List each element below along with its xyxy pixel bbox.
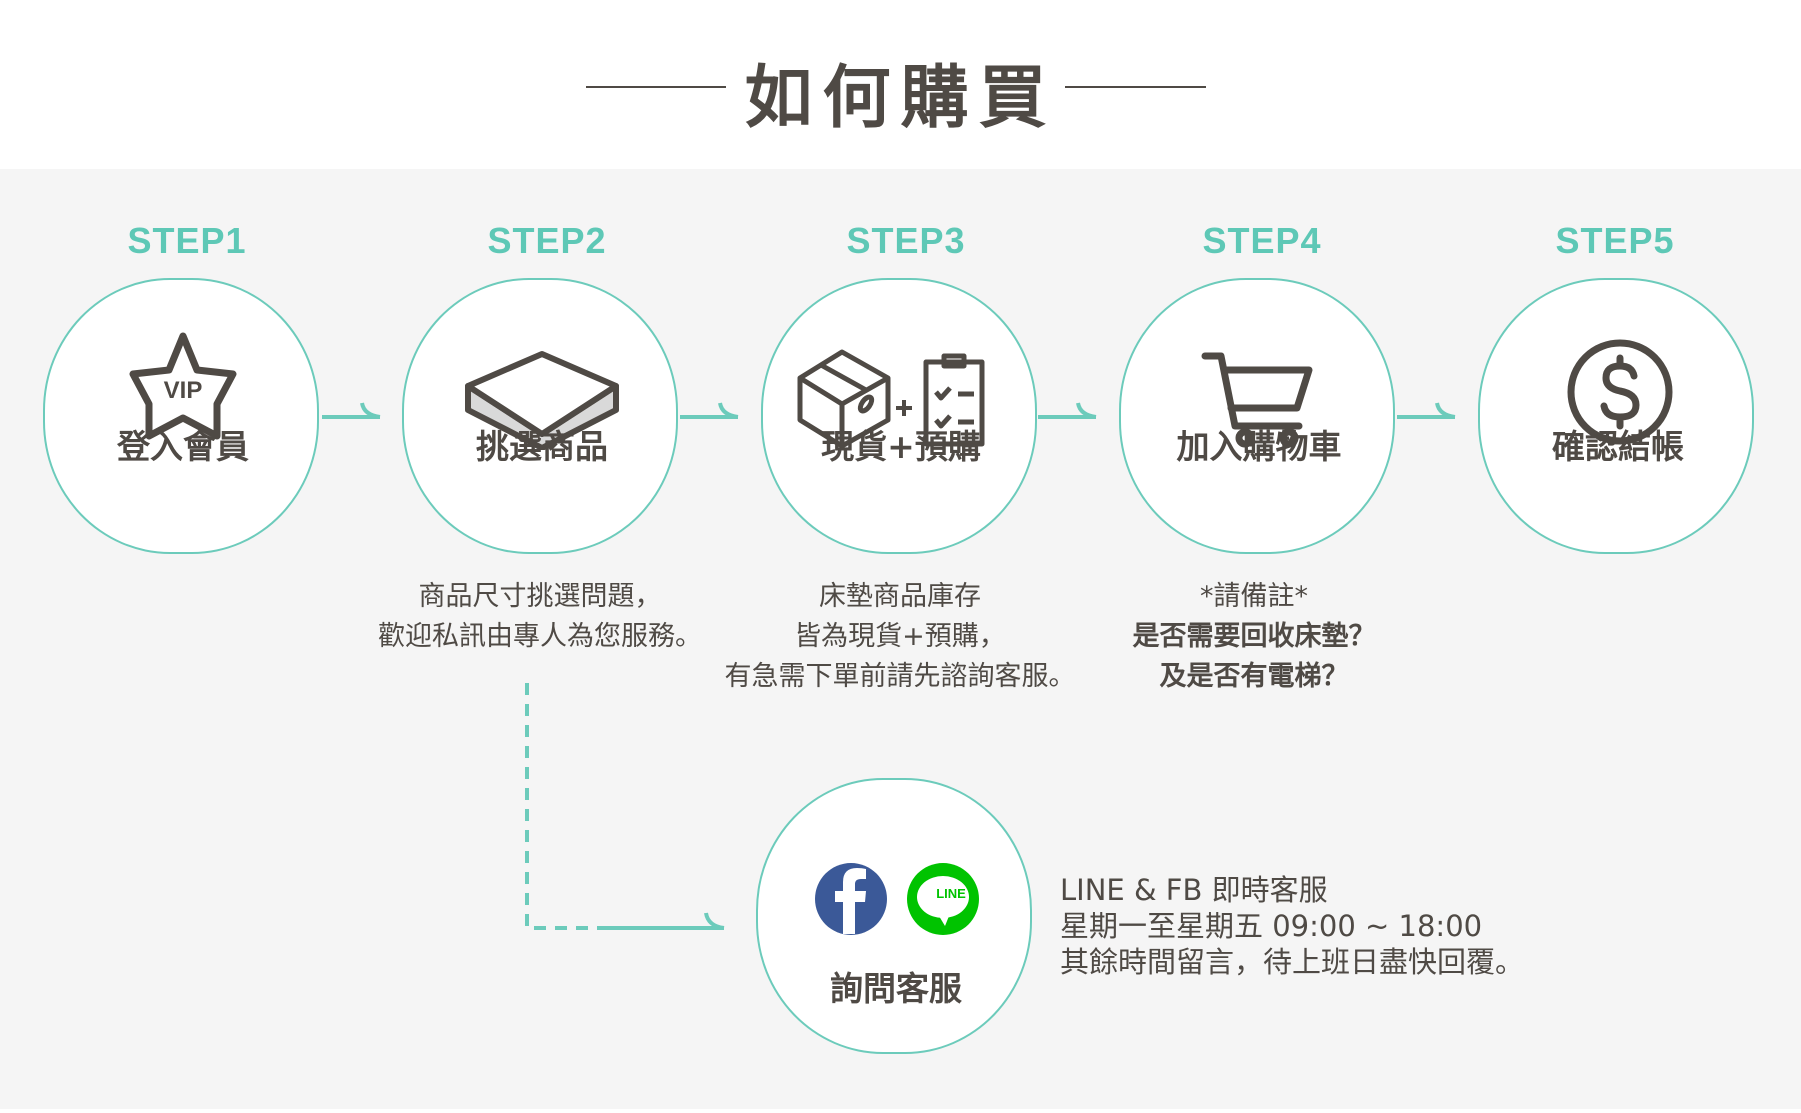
step-1-title: STEP1	[127, 220, 247, 261]
connector-3-4	[1038, 402, 1097, 419]
desc-line: 床墊商品庫存	[819, 581, 981, 612]
mattress-icon	[465, 351, 619, 450]
desc-line: 皆為現貨+預購，	[794, 621, 1006, 652]
step-4-card: 加入購物車	[1119, 278, 1395, 554]
dollar-icon	[1567, 339, 1673, 445]
desc-line: *請備註*	[1200, 581, 1308, 612]
desc-line: 歡迎私訊由專人為您服務。	[378, 621, 702, 652]
step-2-label: 挑選商品	[476, 427, 608, 466]
connector-to-service	[600, 912, 725, 930]
step-2-title: STEP2	[487, 220, 607, 261]
social-icons	[815, 863, 979, 935]
page-title: 如何購買	[744, 59, 1057, 138]
svg-text:VIP: VIP	[164, 377, 203, 404]
customer-service-label: 詢問客服	[830, 969, 962, 1008]
step-2-card: 挑選商品	[402, 278, 678, 554]
step-5-title: STEP5	[1555, 220, 1675, 261]
cart-icon	[1201, 352, 1313, 448]
facebook-icon	[815, 863, 887, 935]
connector-2-3	[680, 402, 739, 419]
desc-line: 商品尺寸挑選問題，	[418, 581, 662, 612]
step-4-label: 加入購物車	[1176, 427, 1342, 466]
line-logo-text: LINE	[936, 886, 966, 901]
title-divider-right	[1065, 86, 1206, 88]
connector-1-2	[322, 402, 381, 419]
vip-star-icon: VIP	[129, 332, 237, 440]
customer-service-card[interactable]: LINE 詢問客服	[756, 778, 1032, 1054]
step-5-label: 確認結帳	[1552, 427, 1684, 466]
step-2-description: 商品尺寸挑選問題， 歡迎私訊由專人為您服務。	[340, 577, 740, 657]
service-hours: 星期一至星期五 09:00 ~ 18:00	[1060, 909, 1483, 943]
service-info-line: LINE & FB 即時客服	[1060, 873, 1328, 907]
step-1-label: 登入會員	[117, 427, 249, 466]
service-info-line: 其餘時間留言，待上班日盡快回覆。	[1060, 945, 1525, 979]
desc-line: 是否需要回收床墊？	[1132, 621, 1376, 652]
step-4-title: STEP4	[1202, 220, 1322, 261]
step-1-card: VIP 登入會員	[43, 278, 319, 554]
desc-line: 及是否有電梯？	[1159, 661, 1349, 692]
step-3-card: 現貨+預購	[761, 278, 1037, 554]
connector-4-5	[1397, 402, 1456, 419]
step-3-title: STEP3	[846, 220, 966, 261]
dashed-connector	[525, 683, 600, 930]
step-3-description: 床墊商品庫存 皆為現貨+預購， 有急需下單前請先諮詢客服。	[700, 577, 1100, 697]
line-icon	[907, 863, 979, 935]
step-3-label: 現貨+預購	[821, 427, 981, 466]
box-checklist-icon	[797, 349, 985, 448]
service-info: LINE & FB 即時客服 星期一至星期五 09:00 ~ 18:00 其餘時…	[1060, 872, 1524, 980]
title-divider-left	[586, 86, 726, 88]
step-5-card: 確認結帳	[1478, 278, 1754, 554]
desc-line: 有急需下單前請先諮詢客服。	[724, 661, 1076, 692]
step-4-description: *請備註* 是否需要回收床墊？ 及是否有電梯？	[1054, 577, 1454, 697]
